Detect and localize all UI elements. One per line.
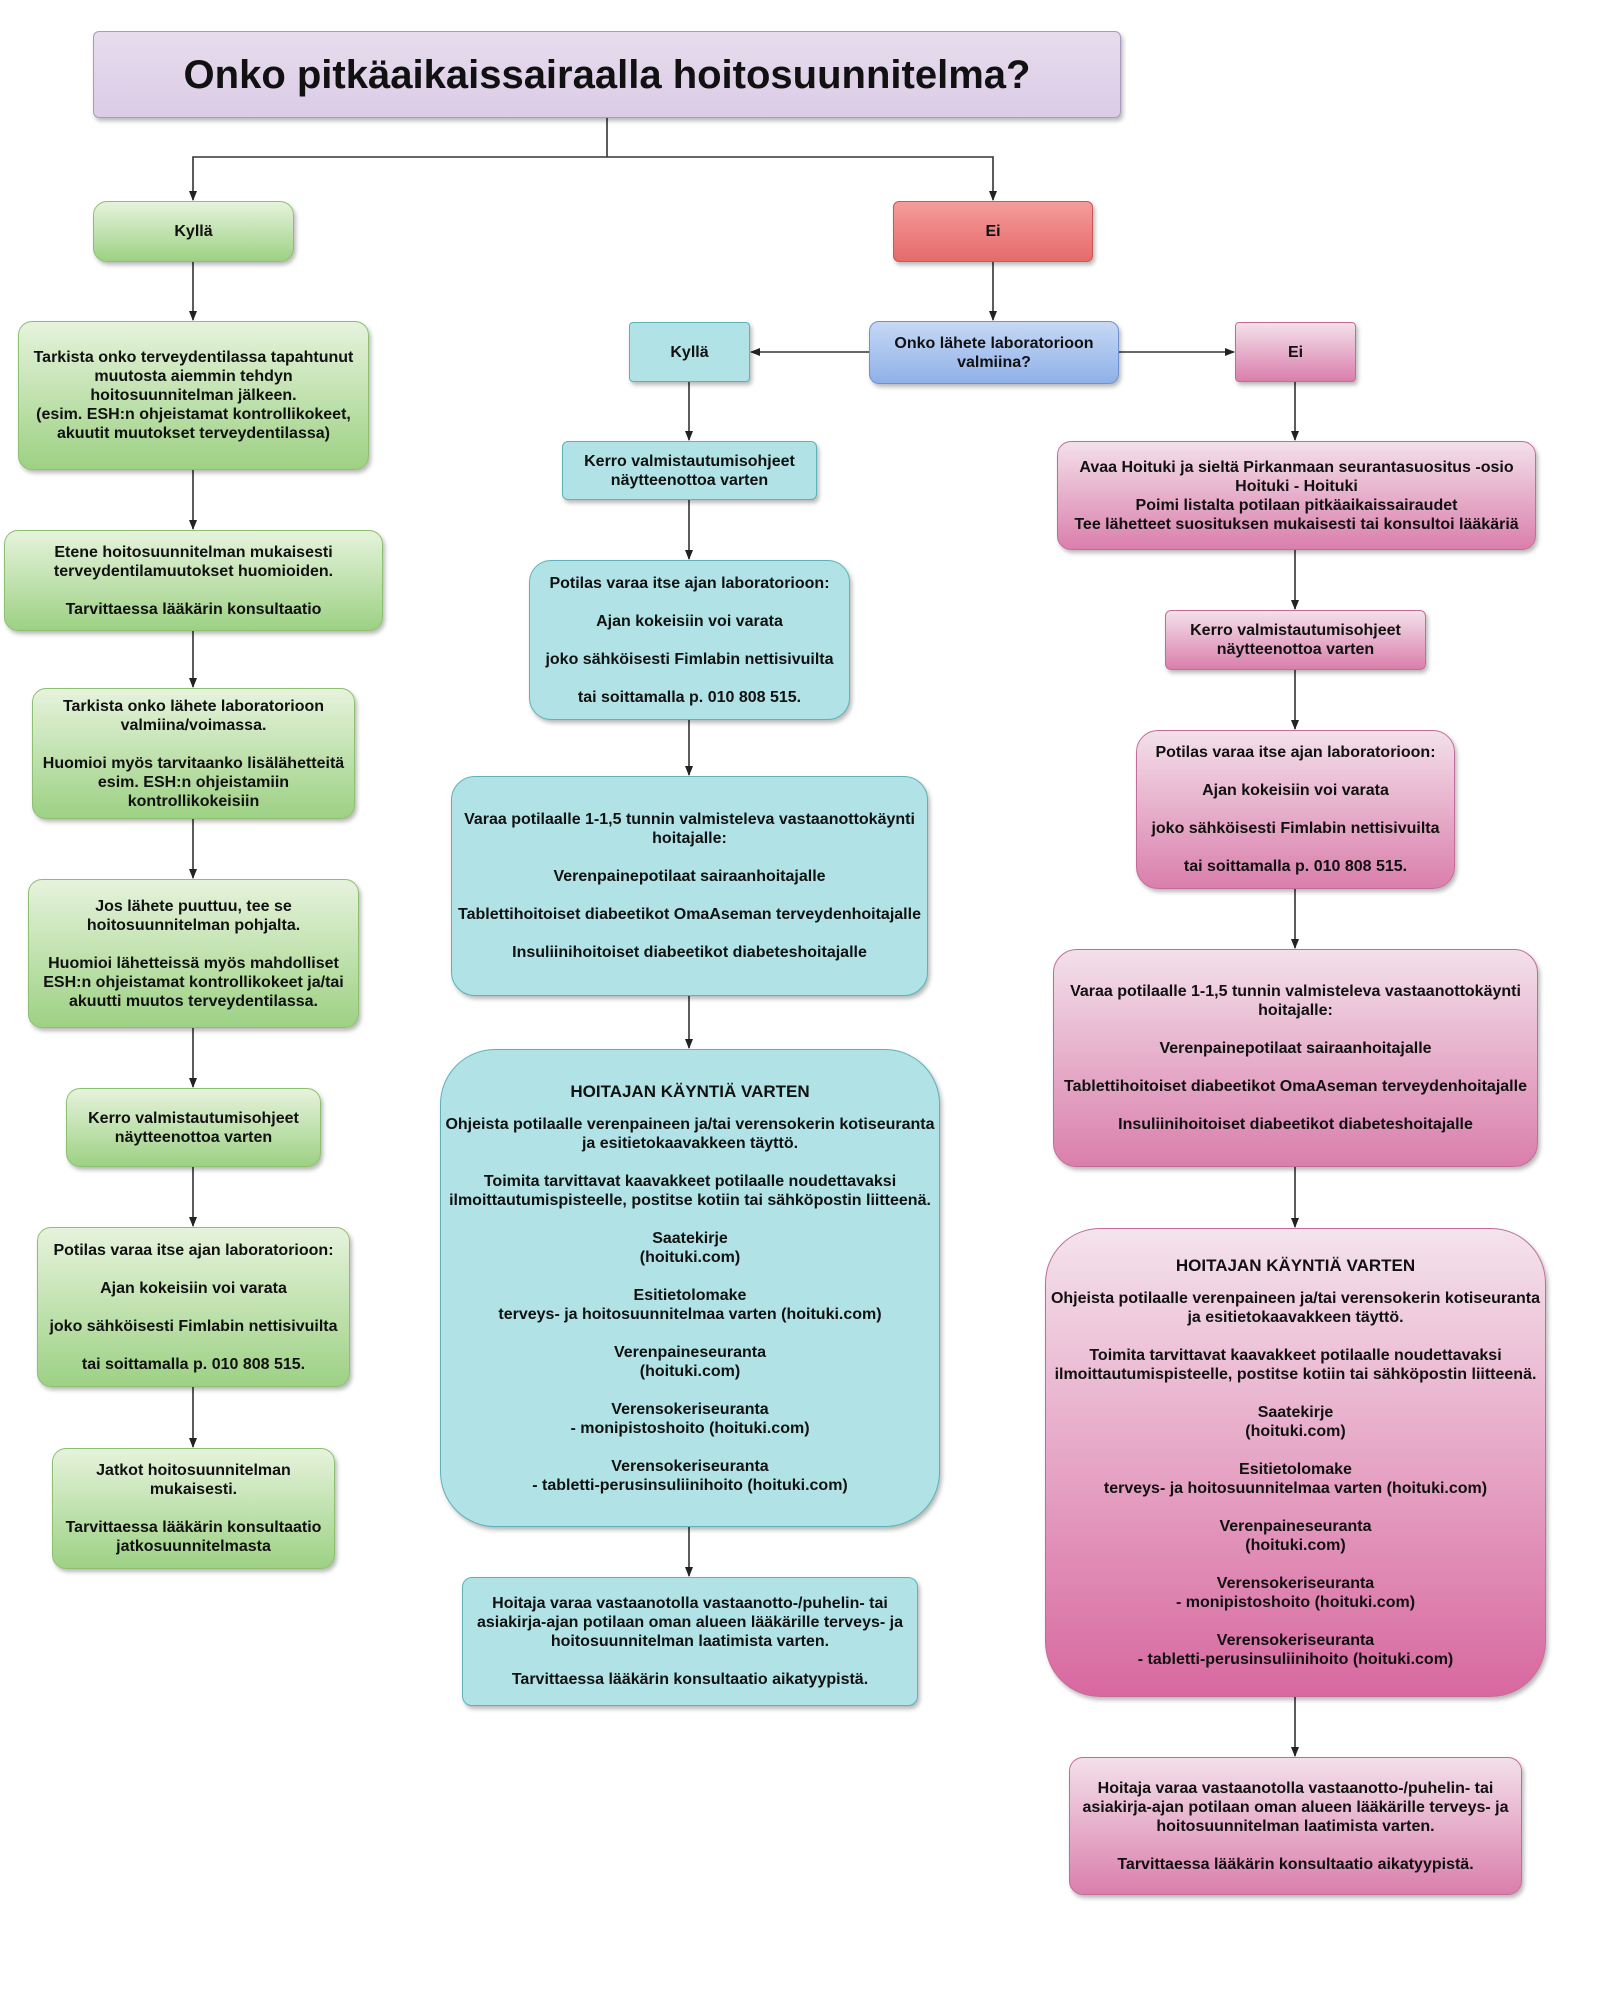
left-kylla-label: Kyllä — [174, 223, 213, 240]
left-step1-text: Tarkista onko terveydentilassa tapahtunu… — [33, 349, 354, 442]
ei-node: Ei — [893, 201, 1093, 262]
right-ei-label: Ei — [1287, 343, 1304, 361]
right-step6-node: Hoitaja varaa vastaanotolla vastaanotto-… — [1069, 1757, 1522, 1895]
left-step7-node: Jatkot hoitosuunnitelman mukaisesti. Tar… — [52, 1448, 335, 1569]
right-step2-text: Kerro valmistautumisohjeet näytteenottoa… — [1190, 622, 1401, 658]
left-step5-text: Kerro valmistautumisohjeet näytteenottoa… — [88, 1109, 299, 1146]
ei-label: Ei — [985, 223, 1001, 240]
mid-kylla-node: Kyllä — [629, 322, 750, 382]
connector-to-ei — [607, 156, 997, 201]
right-step2-node: Kerro valmistautumisohjeet näytteenottoa… — [1165, 610, 1426, 670]
flowchart-title: Onko pitkäaikaissairaalla hoitosuunnitel… — [93, 31, 1121, 118]
mid-kylla-label: Kyllä — [670, 343, 709, 361]
right-step3-node: Potilas varaa itse ajan laboratorioon: A… — [1136, 730, 1455, 889]
connector-to-kylla-left — [189, 156, 607, 201]
mid-step4-title: HOITAJAN KÄYNTIÄ VARTEN — [570, 1081, 810, 1101]
question2-text: Onko lähete laboratorioon valmiina? — [894, 334, 1094, 371]
right-step4-node: Varaa potilaalle 1-1,5 tunnin valmistele… — [1053, 949, 1538, 1167]
right-step3-text: Potilas varaa itse ajan laboratorioon: A… — [1151, 744, 1440, 875]
left-step3-text: Tarkista onko lähete laboratorioon valmi… — [42, 697, 345, 810]
left-step7-text: Jatkot hoitosuunnitelman mukaisesti. Tar… — [65, 1462, 322, 1555]
mid-step4-body: Ohjeista potilaalle verenpaineen ja/tai … — [445, 1115, 935, 1494]
mid-step1-node: Kerro valmistautumisohjeet näytteenottoa… — [562, 441, 817, 500]
right-step1-text: Avaa Hoituki ja sieltä Pirkanmaan seuran… — [1074, 458, 1519, 533]
left-kylla-node: Kyllä — [93, 201, 294, 262]
mid-step5-node: Hoitaja varaa vastaanotolla vastaanotto-… — [462, 1577, 918, 1706]
mid-step3-text: Varaa potilaalle 1-1,5 tunnin valmistele… — [458, 811, 921, 961]
right-step5-title: HOITAJAN KÄYNTIÄ VARTEN — [1175, 1256, 1416, 1275]
right-step6-text: Hoitaja varaa vastaanotolla vastaanotto-… — [1082, 1779, 1509, 1873]
mid-step2-text: Potilas varaa itse ajan laboratorioon: A… — [545, 574, 834, 706]
left-step5-node: Kerro valmistautumisohjeet näytteenottoa… — [66, 1088, 321, 1167]
mid-step1-text: Kerro valmistautumisohjeet näytteenottoa… — [584, 452, 795, 489]
left-step6-text: Potilas varaa itse ajan laboratorioon: A… — [49, 1241, 338, 1373]
left-step2-node: Etene hoitosuunnitelman mukaisesti terve… — [4, 530, 383, 631]
left-step4-text: Jos lähete puuttuu, tee se hoitosuunnite… — [43, 897, 344, 1010]
right-step1-node: Avaa Hoituki ja sieltä Pirkanmaan seuran… — [1057, 441, 1536, 550]
left-step2-text: Etene hoitosuunnitelman mukaisesti terve… — [53, 543, 334, 618]
left-step3-node: Tarkista onko lähete laboratorioon valmi… — [32, 688, 355, 819]
question2-node: Onko lähete laboratorioon valmiina? — [869, 321, 1119, 384]
title-text: Onko pitkäaikaissairaalla hoitosuunnitel… — [183, 52, 1031, 97]
right-step4-text: Varaa potilaalle 1-1,5 tunnin valmistele… — [1064, 983, 1527, 1133]
left-step4-node: Jos lähete puuttuu, tee se hoitosuunnite… — [28, 879, 359, 1028]
right-ei-node: Ei — [1235, 322, 1356, 382]
mid-step5-text: Hoitaja varaa vastaanotolla vastaanotto-… — [477, 1595, 903, 1688]
mid-step2-node: Potilas varaa itse ajan laboratorioon: A… — [529, 560, 850, 720]
mid-step4-node: HOITAJAN KÄYNTIÄ VARTEN Ohjeista potilaa… — [440, 1049, 940, 1527]
left-step6-node: Potilas varaa itse ajan laboratorioon: A… — [37, 1227, 350, 1387]
mid-step3-node: Varaa potilaalle 1-1,5 tunnin valmistele… — [451, 776, 928, 996]
right-step5-node: HOITAJAN KÄYNTIÄ VARTEN Ohjeista potilaa… — [1045, 1228, 1546, 1697]
right-step5-body: Ohjeista potilaalle verenpaineen ja/tai … — [1050, 1290, 1541, 1668]
left-step1-node: Tarkista onko terveydentilassa tapahtunu… — [18, 321, 369, 470]
